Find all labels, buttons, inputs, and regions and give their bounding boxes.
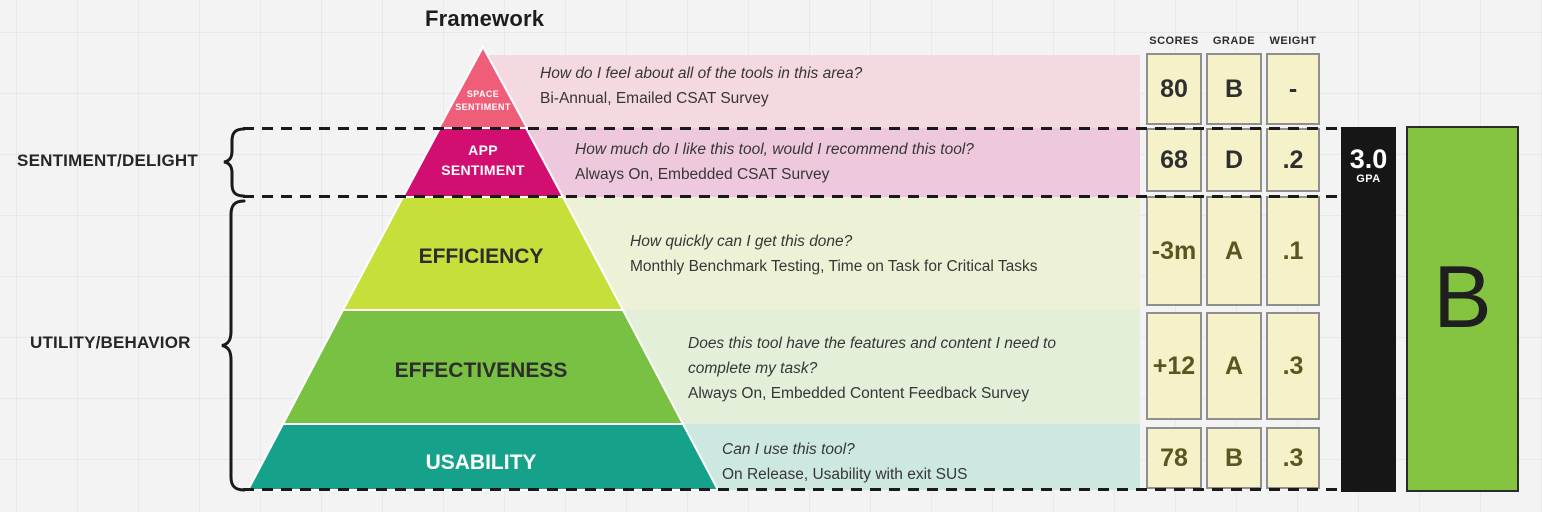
description-app-sentiment: How much do I like this tool, would I re…: [575, 137, 1135, 187]
method-text: Bi-Annual, Emailed CSAT Survey: [540, 90, 769, 107]
overall-grade-box: B: [1406, 126, 1519, 492]
weight-cell-app-sentiment: .2: [1266, 128, 1320, 192]
level-label-effectiveness: EFFECTIVENESS: [394, 359, 568, 382]
section-label-sentiment-delight: SENTIMENT/DELIGHT: [17, 151, 198, 170]
section-label-utility-behavior: UTILITY/BEHAVIOR: [30, 333, 191, 352]
question-text: How much do I like this tool, would I re…: [575, 141, 974, 158]
grade-cell-usability: B: [1206, 427, 1262, 489]
question-text: Does this tool have the features and con…: [688, 335, 1056, 377]
score-cell-usability: 78: [1146, 427, 1202, 489]
score-cell-app-sentiment: 68: [1146, 128, 1202, 192]
grade-cell-app-sentiment: D: [1206, 128, 1262, 192]
overall-grade-letter: B: [1433, 247, 1492, 346]
page-title: Framework: [425, 6, 545, 31]
weight-cell-usability: .3: [1266, 427, 1320, 489]
method-text: Always On, Embedded CSAT Survey: [575, 166, 830, 183]
level-label-app-sentiment: APP SENTIMENT: [441, 142, 525, 178]
gpa-bar: 3.0 GPA: [1341, 127, 1396, 492]
column-header-scores: SCORES: [1149, 35, 1199, 47]
column-header-weight: WEIGHT: [1269, 35, 1317, 47]
weight-cell-effectiveness: .3: [1266, 312, 1320, 420]
description-usability: Can I use this tool? On Release, Usabili…: [722, 437, 1132, 487]
description-space-sentiment: How do I feel about all of the tools in …: [540, 61, 1120, 111]
score-cell-space-sentiment: 80: [1146, 53, 1202, 125]
weight-cell-space-sentiment: -: [1266, 53, 1320, 125]
grade-cell-efficiency: A: [1206, 196, 1262, 306]
grade-cell-effectiveness: A: [1206, 312, 1262, 420]
grade-cell-space-sentiment: B: [1206, 53, 1262, 125]
method-text: On Release, Usability with exit SUS: [722, 466, 968, 483]
description-effectiveness: Does this tool have the features and con…: [688, 331, 1118, 406]
question-text: Can I use this tool?: [722, 441, 855, 458]
gpa-unit-label: GPA: [1356, 173, 1381, 185]
method-text: Always On, Embedded Content Feedback Sur…: [688, 385, 1030, 402]
weight-cell-efficiency: .1: [1266, 196, 1320, 306]
description-efficiency: How quickly can I get this done? Monthly…: [630, 229, 1140, 279]
method-text: Monthly Benchmark Testing, Time on Task …: [630, 258, 1038, 275]
question-text: How do I feel about all of the tools in …: [540, 65, 863, 82]
question-text: How quickly can I get this done?: [630, 233, 853, 250]
level-label-usability: USABILITY: [425, 451, 537, 474]
score-cell-efficiency: -3m: [1146, 196, 1202, 306]
level-label-efficiency: EFFICIENCY: [418, 245, 544, 268]
column-header-grade: GRADE: [1212, 35, 1256, 47]
gpa-value: 3.0: [1349, 144, 1388, 174]
level-label-space-sentiment: SPACE SENTIMENT: [455, 89, 511, 112]
score-cell-effectiveness: +12: [1146, 312, 1202, 420]
